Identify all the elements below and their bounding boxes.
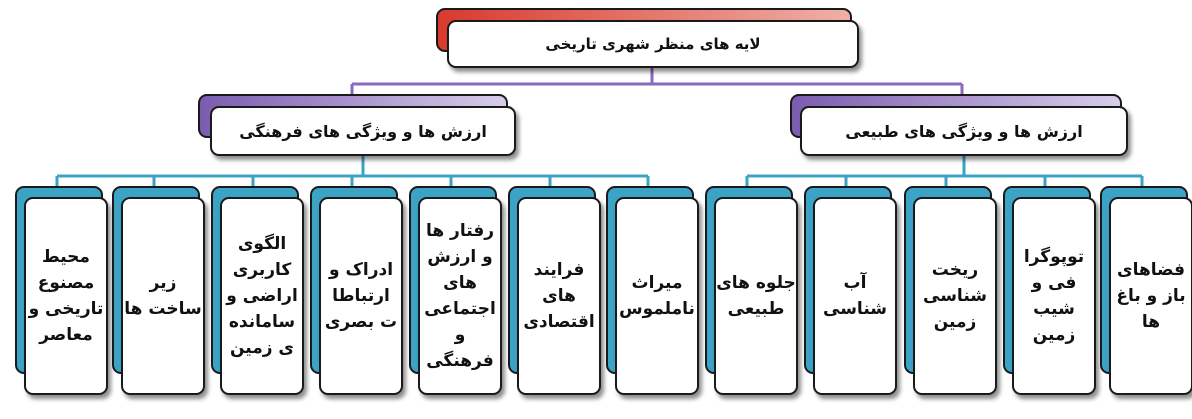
leaf-node: زیر ساخت ها [121, 197, 205, 395]
category-node-label: ارزش ها و ویژگی های طبیعی [845, 121, 1083, 141]
leaf-node-label: محیط مصنوع تاریخی و معاصر [28, 247, 104, 345]
leaf-node-label: ریخت شناسی زمین [923, 260, 987, 332]
leaf-node: الگوی کاربری اراضی و سامانده ی زمین [220, 197, 304, 395]
leaf-node: فرایند های اقتصادی [517, 197, 601, 395]
leaf-node-label: آب شناسی [823, 273, 887, 319]
leaf-node: رفتار ها و ارزش های اجتماعی و فرهنگی [418, 197, 502, 395]
category-node-label: ارزش ها و ویژگی های فرهنگی [239, 121, 487, 141]
leaf-node: ریخت شناسی زمین [913, 197, 997, 395]
leaf-node: محیط مصنوع تاریخی و معاصر [24, 197, 108, 395]
leaf-node-label: ادراک و ارتباطا ت بصری [324, 260, 398, 332]
root-node-label: لایه های منظر شهری تاریخی [545, 35, 761, 53]
leaf-node-label: جلوه های طبیعی [716, 273, 796, 319]
leaf-node: توپوگرا فی و شیب زمین [1012, 197, 1096, 395]
leaf-node-label: فضاهای باز و باغ ها [1116, 260, 1186, 332]
leaf-node-label: رفتار ها و ارزش های اجتماعی و فرهنگی [424, 221, 496, 371]
leaf-node-label: توپوگرا فی و شیب زمین [1023, 247, 1085, 345]
category-node-natural: ارزش ها و ویژگی های طبیعی [800, 106, 1128, 156]
leaf-node: میراث ناملموس [615, 197, 699, 395]
root-node: لایه های منظر شهری تاریخی [447, 20, 859, 68]
leaf-node: ادراک و ارتباطا ت بصری [319, 197, 403, 395]
leaf-node: فضاهای باز و باغ ها [1109, 197, 1192, 395]
leaf-node-label: میراث ناملموس [619, 273, 695, 319]
leaf-node: آب شناسی [813, 197, 897, 395]
leaf-node: جلوه های طبیعی [714, 197, 798, 395]
category-node-cultural: ارزش ها و ویژگی های فرهنگی [210, 106, 516, 156]
leaf-node-label: الگوی کاربری اراضی و سامانده ی زمین [226, 234, 298, 358]
leaf-node-label: فرایند های اقتصادی [523, 260, 595, 332]
leaf-node-label: زیر ساخت ها [124, 273, 202, 319]
